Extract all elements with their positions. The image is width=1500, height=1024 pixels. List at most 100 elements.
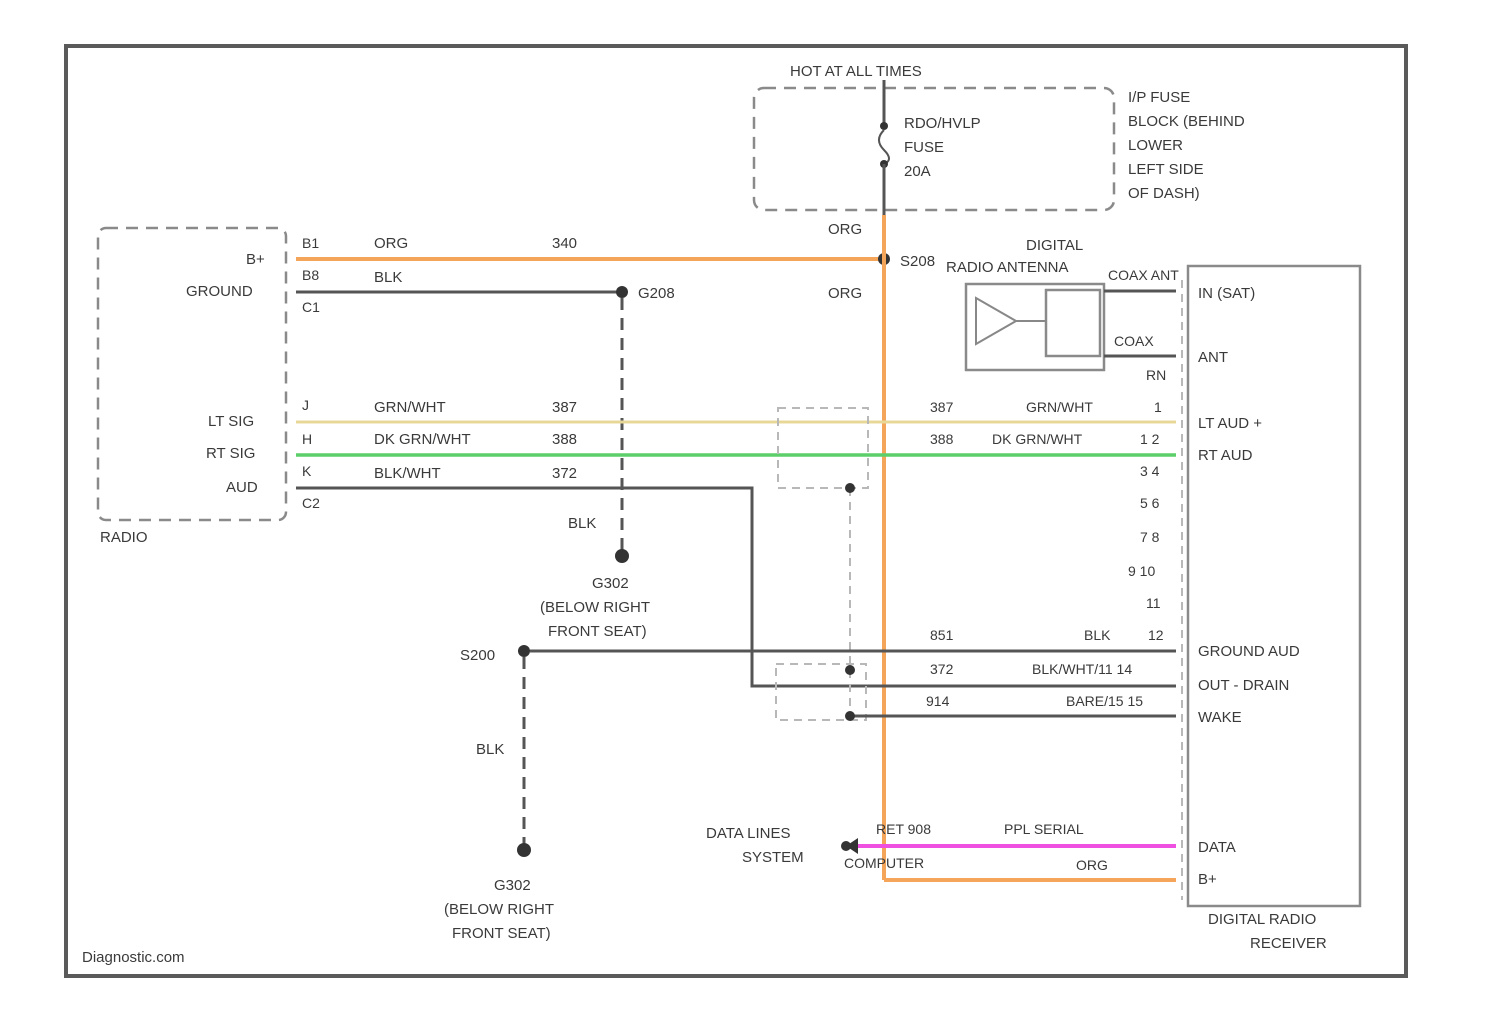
antenna-label-2: RADIO ANTENNA: [946, 259, 1069, 276]
pin-b8: B8: [302, 267, 319, 283]
s200-label: S200: [460, 647, 495, 664]
org-label-vertical: ORG: [828, 285, 862, 302]
recv-wake-label: WAKE: [1198, 709, 1242, 726]
g302-label-1: G302: [592, 575, 629, 592]
radio-aud-label: AUD: [226, 479, 258, 496]
lt-sig-wire-circuit: 387: [552, 399, 577, 416]
org-label-bottom: ORG: [1076, 857, 1108, 873]
aud-color-right: BLK/WHT/11 14: [1032, 661, 1132, 677]
pins-5-6: 5 6: [1140, 495, 1160, 511]
recv-in-sat-label: IN (SAT): [1198, 285, 1255, 302]
recv-ground-aud-label: GROUND AUD: [1198, 643, 1300, 660]
antenna-inner-box: [1046, 290, 1100, 356]
pin-rn-label: RN: [1146, 367, 1166, 383]
aud-circuit-right: 372: [930, 661, 954, 677]
data-ret-label: RET 908: [876, 821, 931, 837]
g208-label: G208: [638, 285, 675, 302]
radio-ground-label: GROUND: [186, 283, 253, 300]
g302b-label-2: (BELOW RIGHT: [444, 901, 554, 918]
org-label-fuse: ORG: [828, 221, 862, 238]
aud-wire-circuit: 372: [552, 465, 577, 482]
recv-rt-aud-label: RT AUD: [1198, 447, 1253, 464]
pin-k: K: [302, 463, 312, 479]
pins-3-4: 3 4: [1140, 463, 1160, 479]
fuse-block-label-2: BLOCK (BEHIND: [1128, 113, 1245, 130]
ground-wire-color: BLK: [374, 269, 402, 286]
g302-ground-2: [517, 843, 531, 857]
g302b-label-1: G302: [494, 877, 531, 894]
s208-label: S208: [900, 253, 935, 270]
rt-sig-wire-color: DK GRN/WHT: [374, 431, 471, 448]
pin-12: 12: [1148, 627, 1164, 643]
watermark: Diagnostic.com: [82, 949, 185, 966]
fuse-amp-label: 20A: [904, 163, 931, 180]
fuse-block-label-3: LOWER: [1128, 137, 1183, 154]
shield-node-top: [845, 483, 855, 493]
radio-bplus-label: B+: [246, 251, 265, 268]
data-computer-label: COMPUTER: [844, 855, 924, 871]
g302-ground-1: [615, 549, 629, 563]
coax-label: COAX: [1114, 333, 1154, 349]
recv-out-drain-label: OUT - DRAIN: [1198, 677, 1289, 694]
data-lines-label-2: SYSTEM: [742, 849, 804, 866]
s200-drop-color: BLK: [476, 741, 504, 758]
aud-wire-color: BLK/WHT: [374, 465, 441, 482]
pins-9-10: 9 10: [1128, 563, 1155, 579]
fuse-symbol: [879, 130, 889, 164]
ground-aud-circuit: 851: [930, 627, 954, 643]
radio-rt-sig-label: RT SIG: [206, 445, 255, 462]
g302-label-2: (BELOW RIGHT: [540, 599, 650, 616]
shield-node-mid: [845, 665, 855, 675]
antenna-label-1: DIGITAL: [1026, 237, 1083, 254]
lt-circuit-right: 387: [930, 399, 954, 415]
data-lines-label-1: DATA LINES: [706, 825, 790, 842]
pin-c2: C2: [302, 495, 320, 511]
twisted-pair-shield: [778, 408, 868, 488]
s200-splice: [518, 645, 530, 657]
receiver-label-2: RECEIVER: [1250, 935, 1327, 952]
g208-splice: [616, 286, 628, 298]
hot-at-all-times-label: HOT AT ALL TIMES: [790, 63, 922, 80]
wake-color: BARE/15 15: [1066, 693, 1143, 709]
rt-color-right: DK GRN/WHT: [992, 431, 1083, 447]
data-ppl-label: PPL SERIAL: [1004, 821, 1084, 837]
radio-outline: [98, 228, 286, 520]
recv-lt-aud-label: LT AUD +: [1198, 415, 1262, 432]
recv-bplus-label: B+: [1198, 871, 1217, 888]
recv-ant-label: ANT: [1198, 349, 1228, 366]
fuse-word-label: FUSE: [904, 139, 944, 156]
data-node: [841, 841, 851, 851]
pins-7-8: 7 8: [1140, 529, 1160, 545]
lt-sig-wire-color: GRN/WHT: [374, 399, 446, 416]
pins-1-2: 1 2: [1140, 431, 1160, 447]
pin-b1: B1: [302, 235, 319, 251]
fuse-top-terminal: [880, 122, 888, 130]
rt-circuit-right: 388: [930, 431, 954, 447]
receiver-label-1: DIGITAL RADIO: [1208, 911, 1316, 928]
fuse-block-label-4: LEFT SIDE: [1128, 161, 1204, 178]
fuse-block-label-1: I/P FUSE: [1128, 89, 1190, 106]
pin-c1: C1: [302, 299, 320, 315]
wake-node: [845, 711, 855, 721]
bplus-wire-circuit: 340: [552, 235, 577, 252]
ground-aud-color: BLK: [1084, 627, 1111, 643]
pin-h: H: [302, 431, 312, 447]
bplus-wire-color: ORG: [374, 235, 408, 252]
pin-11: 11: [1146, 595, 1161, 611]
lt-color-right: GRN/WHT: [1026, 399, 1093, 415]
pin-j: J: [302, 397, 309, 413]
g302b-label-3: FRONT SEAT): [452, 925, 551, 942]
radio-lt-sig-label: LT SIG: [208, 413, 254, 430]
g302-label-3: FRONT SEAT): [548, 623, 647, 640]
aud-wire: [296, 488, 1176, 686]
rt-sig-wire-circuit: 388: [552, 431, 577, 448]
fuse-block-label-5: OF DASH): [1128, 185, 1200, 202]
recv-data-label: DATA: [1198, 839, 1236, 856]
lt-pin-right: 1: [1154, 399, 1162, 415]
antenna-amp-icon: [976, 298, 1046, 344]
wake-circuit: 914: [926, 693, 950, 709]
fuse-name-label: RDO/HVLP: [904, 115, 981, 132]
radio-label: RADIO: [100, 529, 148, 546]
coax-ant-label: COAX ANT: [1108, 267, 1179, 283]
